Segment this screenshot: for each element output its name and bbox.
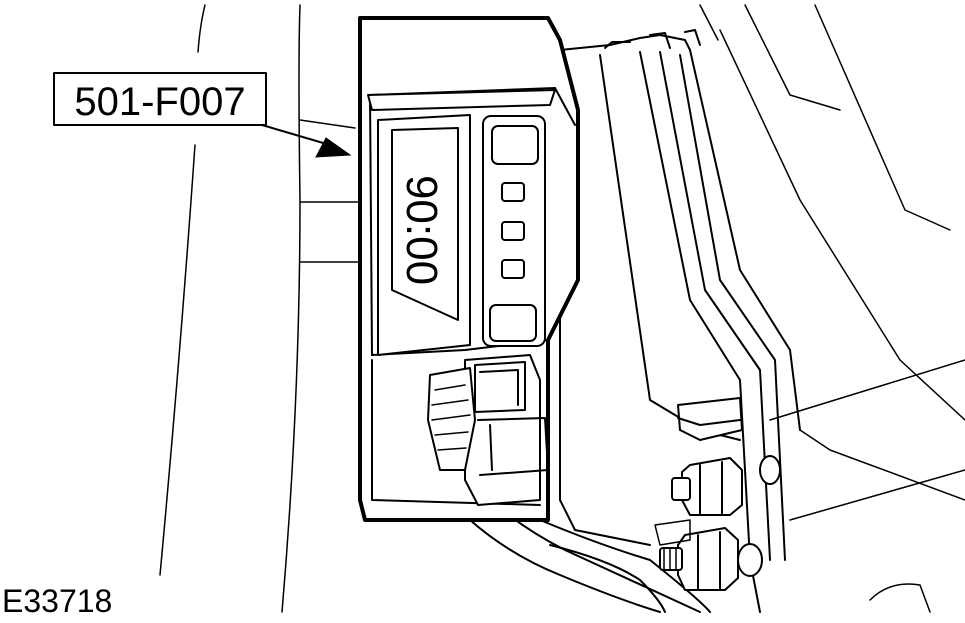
display-window: 90:00	[377, 114, 471, 356]
keypad-button-2	[501, 221, 525, 241]
callout-leader	[261, 124, 331, 146]
callout-label: 501-F007	[74, 80, 245, 124]
callout-arrowhead	[315, 137, 352, 158]
keypad-button-bottom	[489, 304, 537, 342]
background-structure	[159, 4, 965, 613]
keypad	[482, 115, 546, 347]
keypad-button-top	[491, 125, 539, 165]
mounting-bracket	[539, 29, 801, 613]
keypad-button-3	[501, 259, 525, 279]
mounting-nuts	[654, 397, 781, 591]
keypad-button-1	[501, 182, 525, 202]
figure-id: E33718	[2, 583, 112, 619]
connector-plug	[427, 354, 549, 506]
callout-box	[53, 72, 267, 126]
display-reading: 90:00	[397, 175, 446, 285]
callout: 501-F007	[53, 72, 352, 158]
